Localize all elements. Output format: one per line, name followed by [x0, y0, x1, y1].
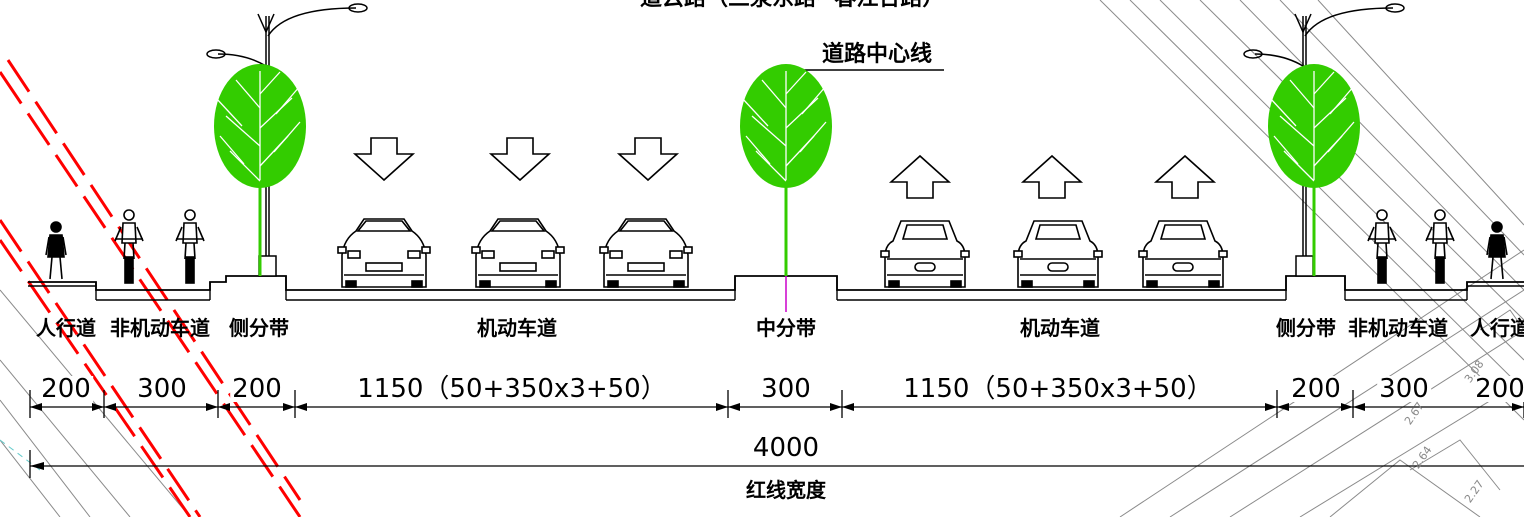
background-plan-line: [1199, 0, 1524, 321]
cyclist-right-1: [1367, 209, 1397, 284]
background-plan-outline: [1409, 439, 1501, 491]
dimension-arrowhead: [283, 403, 295, 411]
dim-left-motor-lanes: 1150（50+350x3+50）: [355, 374, 669, 404]
dimension-arrowhead: [295, 403, 307, 411]
direction-arrow-up-3: [1155, 155, 1215, 199]
total-width-label: 红线宽度: [746, 478, 826, 502]
background-plan-outline: [1329, 459, 1481, 518]
centerline-label: 道路中心线: [822, 42, 933, 67]
dimension-arrowhead: [30, 462, 44, 470]
car-front-2: [471, 218, 565, 288]
zone-label-left-sidewalk: 人行道: [36, 316, 96, 340]
dim-central-median: 300: [759, 374, 813, 404]
direction-arrow-down-3: [618, 137, 678, 181]
dimension-arrowhead: [1353, 403, 1365, 411]
car-rear-1: [880, 220, 970, 288]
background-plan-line: [0, 439, 41, 471]
zone-label-right-side-median: 侧分带: [1276, 316, 1336, 340]
pedestrian-left: [45, 221, 67, 280]
cyclist-left-2: [175, 209, 205, 284]
dimension-arrowhead: [206, 403, 218, 411]
red-boundary-line: [0, 71, 302, 518]
background-plan-line: [1099, 0, 1524, 421]
dimension-arrowhead: [1277, 403, 1289, 411]
zone-label-left-motor-lanes: 机动车道: [477, 316, 557, 340]
dimension-arrowhead: [842, 403, 854, 411]
red-boundary-line: [6, 59, 302, 501]
zone-label-left-bike-lane: 非机动车道: [110, 316, 210, 340]
background-plan-line: [1239, 0, 1524, 291]
dimension-arrowhead: [218, 403, 230, 411]
direction-arrow-up-1: [890, 155, 950, 199]
zone-label-right-bike-lane: 非机动车道: [1348, 316, 1448, 340]
road-base-line: [28, 285, 1524, 301]
dimension-arrowhead: [1265, 403, 1277, 411]
background-plan-outline: [1479, 309, 1524, 331]
dim-total-width: 4000: [750, 433, 822, 463]
background-plan-line: [1299, 379, 1524, 518]
dimension-arrowhead: [30, 403, 42, 411]
drawing-title: 道云路（三泉东路~春江合路）: [640, 0, 944, 10]
background-plan-line: [0, 399, 91, 518]
zone-label-left-side-median: 侧分带: [229, 316, 289, 340]
background-plan-line: [1129, 0, 1524, 391]
background-plan-line: [0, 289, 191, 518]
tree-left-side-median: [212, 62, 308, 278]
background-plan-line: [1169, 289, 1524, 518]
dim-right-side-median: 200: [1289, 374, 1343, 404]
dimension-arrowhead: [92, 403, 104, 411]
zone-label-central-median: 中分带: [756, 316, 816, 340]
car-rear-3: [1138, 220, 1228, 288]
zone-label-right-motor-lanes: 机动车道: [1020, 316, 1100, 340]
background-plan-line: [1279, 0, 1524, 256]
dimension-arrowhead: [104, 403, 116, 411]
background-plan-line: [1159, 0, 1524, 361]
direction-arrow-down-1: [354, 137, 414, 181]
car-front-3: [599, 218, 693, 288]
dim-right-sidewalk: 200: [1473, 376, 1524, 402]
dim-left-bike-lane: 300: [135, 374, 189, 404]
dim-left-sidewalk: 200: [39, 374, 93, 404]
dim-left-side-median: 200: [230, 374, 284, 404]
road-profile-line: [28, 275, 1524, 291]
pedestrian-right: [1486, 221, 1508, 280]
dimension-arrowhead: [728, 403, 740, 411]
background-plan-line: [0, 439, 61, 518]
background-plan-line: [1317, 0, 1524, 226]
direction-arrow-up-2: [1022, 155, 1082, 199]
dimension-arrowhead: [830, 403, 842, 411]
dim-right-bike-lane: 300: [1377, 374, 1431, 404]
dimension-arrowhead: [1512, 403, 1524, 411]
tree-central-median: [738, 62, 834, 278]
dimension-arrowhead: [716, 403, 728, 411]
background-plan-line: [0, 359, 131, 518]
car-rear-2: [1013, 220, 1103, 288]
red-boundary-line: [0, 219, 202, 518]
zone-label-right-sidewalk: 人行道: [1470, 316, 1524, 340]
dim-right-motor-lanes: 1150（50+350x3+50）: [901, 374, 1215, 404]
direction-arrow-down-2: [490, 137, 550, 181]
dimension-arrowhead: [1341, 403, 1353, 411]
background-plan-line: [1229, 329, 1524, 518]
car-front-1: [337, 218, 431, 288]
